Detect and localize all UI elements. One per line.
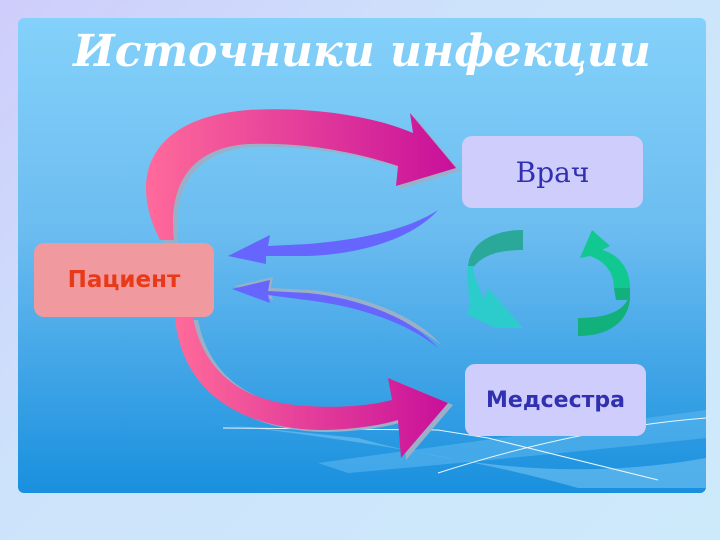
- node-doctor-label: Врач: [515, 155, 590, 189]
- slide-panel: Источники инфекции: [18, 18, 706, 493]
- node-nurse-label: Медсестра: [486, 387, 625, 413]
- slide-title: Источники инфекции: [73, 26, 651, 77]
- arrow-patient-to-nurse-icon: [175, 318, 453, 460]
- arrow-doctor-to-patient-icon: [228, 210, 438, 264]
- arrows-layer: [145, 109, 630, 460]
- arrow-patient-to-doctor-icon: [145, 109, 461, 244]
- cycle-arrows-icon: [466, 230, 630, 336]
- node-patient: Пациент: [34, 243, 214, 317]
- arrow-nurse-to-patient-icon: [232, 277, 441, 348]
- node-nurse: Медсестра: [465, 364, 646, 436]
- node-patient-label: Пациент: [67, 267, 181, 293]
- node-doctor: Врач: [462, 136, 643, 208]
